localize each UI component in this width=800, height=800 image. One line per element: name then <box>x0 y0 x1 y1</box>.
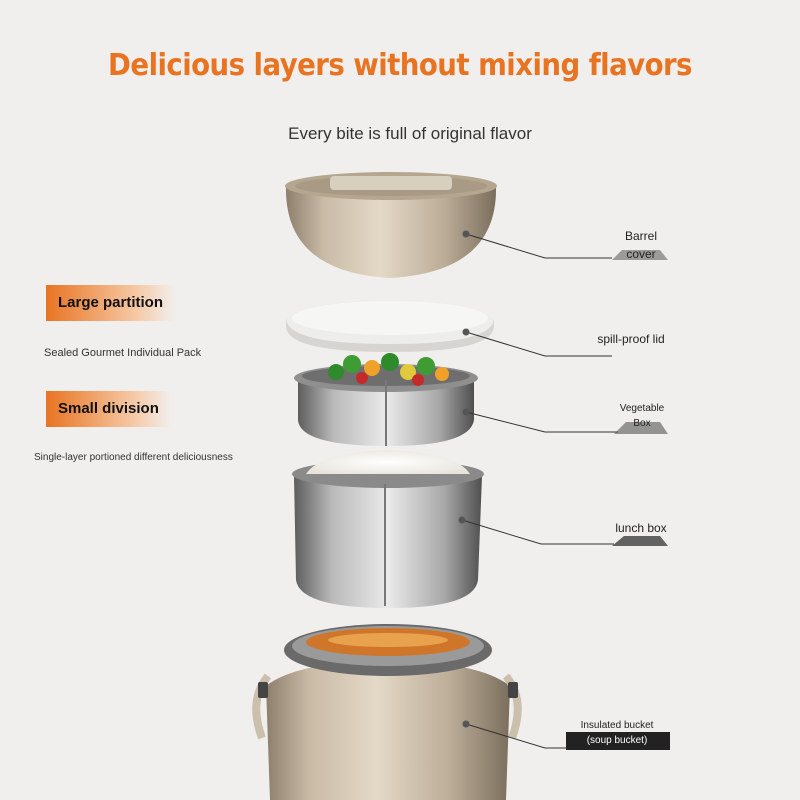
callout-label: Barrel <box>624 229 657 243</box>
callout-label: (soup bucket) <box>586 735 648 746</box>
callout-label: cover <box>626 247 656 261</box>
spill-proof-lid <box>286 300 494 352</box>
callout-spill-proof-lid: spill-proof lid <box>594 332 668 346</box>
callout-barrel-cover: Barrel cover <box>614 227 668 263</box>
feature-tag-label: Small division <box>58 400 159 417</box>
callout-label: spill-proof lid <box>597 332 665 346</box>
feature-description: Single-layer portioned different delicio… <box>34 452 233 463</box>
callout-dot-marker <box>462 408 470 416</box>
callout-dot-marker <box>462 230 470 238</box>
feature-tag-label: Large partition <box>58 294 164 311</box>
feature-tag-large-partition: Large partition <box>46 285 176 321</box>
callout-leaders <box>458 230 670 750</box>
callout-label: Box <box>633 418 651 429</box>
callout-dot-marker <box>462 328 470 336</box>
feature-tag-small-division: Small division <box>46 391 171 427</box>
callout-vegetable-box: Vegetable Box <box>616 401 668 431</box>
barrel-cover <box>285 172 497 278</box>
callout-label: lunch box <box>615 521 667 535</box>
vegetable-box <box>294 353 478 446</box>
callout-lunch-box: lunch box <box>612 521 670 535</box>
callout-dot-marker <box>458 516 466 524</box>
callout-label: Insulated bucket <box>580 720 654 731</box>
feature-description: Sealed Gourmet Individual Pack <box>44 347 202 359</box>
page-title: Delicious layers without mixing flavors <box>108 48 692 83</box>
callout-insulated-bucket: Insulated bucket (soup bucket) <box>562 718 672 748</box>
lunch-box <box>292 450 484 608</box>
insulated-bucket <box>252 624 522 800</box>
callout-label: Vegetable <box>619 403 665 414</box>
callout-dot-marker <box>462 720 470 728</box>
page-subtitle: Every bite is full of original flavor <box>288 124 532 143</box>
